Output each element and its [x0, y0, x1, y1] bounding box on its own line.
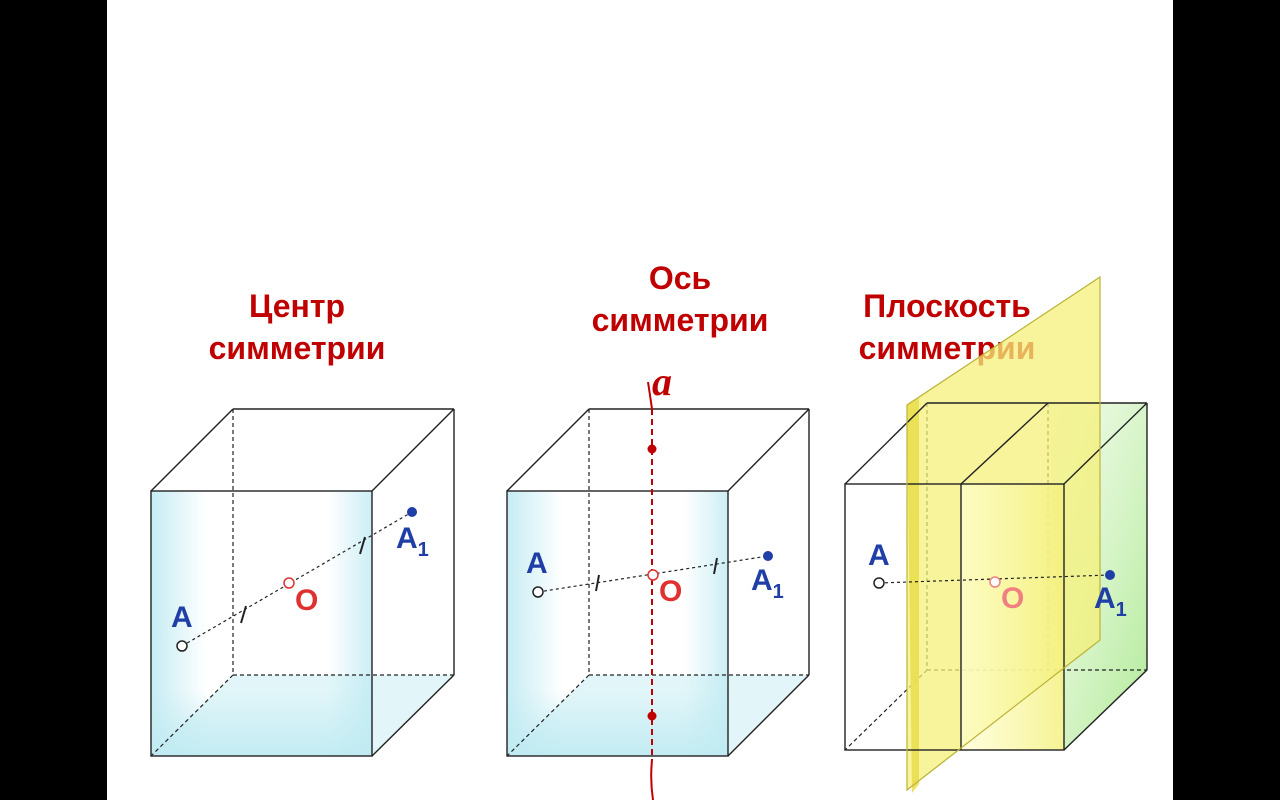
axis-label-point-a: A [526, 547, 548, 580]
axis-point-a-dot [532, 586, 544, 598]
center-label-a: A [171, 601, 193, 634]
axis-label-o: O [659, 575, 682, 608]
center-title: Центр симметрии [197, 285, 397, 369]
center-label-a1: A1 [396, 522, 429, 561]
axis-point-a1-dot [763, 551, 773, 561]
plane-point-a-dot [873, 577, 885, 589]
plane-cube: A O A1 [844, 275, 1148, 793]
axis-label-a1: A1 [751, 564, 784, 603]
center-cube: A O A1 [150, 408, 455, 757]
center-title-line1: Центр [248, 288, 346, 324]
axis-cube: a A O A1 [506, 359, 810, 800]
axis-title: Ось симметрии [580, 257, 780, 341]
axis-point-o-dot [647, 569, 659, 581]
center-point-o-dot [283, 577, 295, 589]
plane-label-a1: A1 [1094, 582, 1127, 621]
symmetry-axis-line [647, 381, 657, 800]
plane-point-a1-dot [1105, 570, 1115, 580]
diagram-canvas: A O A1 [150, 275, 1148, 800]
axis-title-line1: Ось [648, 260, 712, 296]
center-label-o: O [295, 584, 318, 617]
plane-label-a: A [868, 539, 890, 572]
center-point-a1-dot [407, 507, 417, 517]
plane-title-line1: Плоскость [863, 288, 1031, 324]
center-title-line2: симметрии [208, 330, 386, 366]
axis-title-line2: симметрии [591, 302, 769, 338]
slide: Центр симметрии Ось симметрии Плоскость … [107, 0, 1173, 800]
plane-point-o-dot [989, 576, 1001, 588]
plane-label-o: O [1001, 582, 1024, 615]
center-point-a-dot [176, 640, 188, 652]
axis-label-a: a [652, 359, 672, 404]
